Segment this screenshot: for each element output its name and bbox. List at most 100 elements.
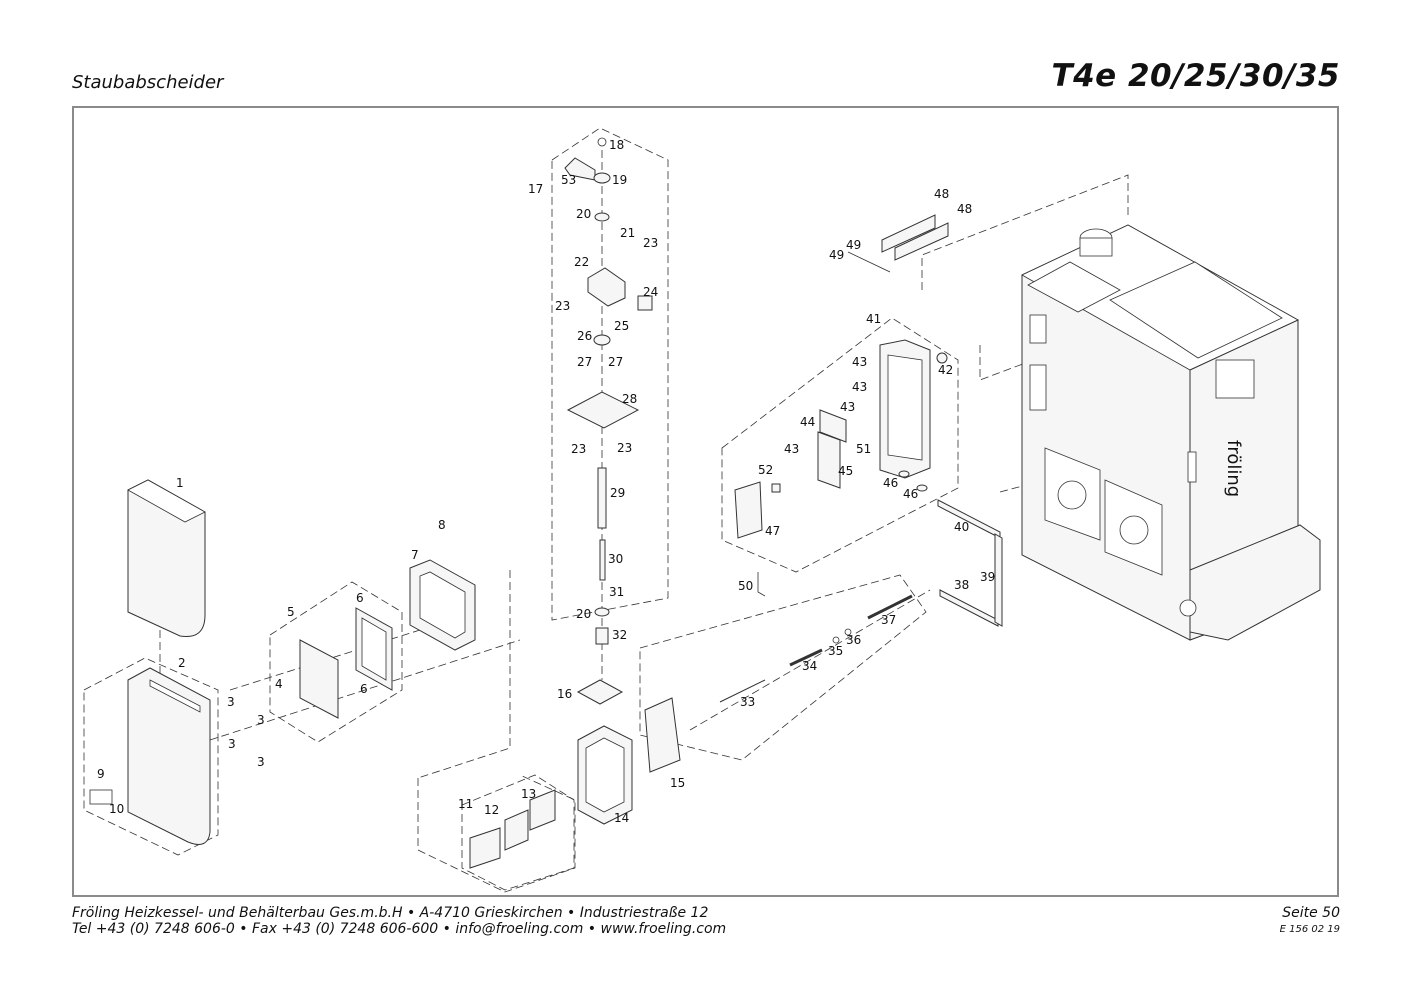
part-24 [637, 295, 653, 311]
callout-40: 40 [954, 520, 969, 534]
part-19 [593, 172, 611, 184]
bracket-part-12 [504, 809, 529, 851]
callout-3-d: 3 [257, 755, 265, 769]
footer-page-number: Seite 50 [1282, 905, 1340, 921]
label-plate-part [89, 789, 113, 805]
callout-11: 11 [458, 797, 473, 811]
callout-33: 33 [740, 695, 755, 709]
callout-7: 7 [411, 548, 419, 562]
part-26 [593, 334, 611, 346]
callout-29: 29 [610, 486, 625, 500]
base-part-14 [577, 725, 633, 825]
pipe-part-37 [867, 594, 913, 620]
callout-20-lower: 20 [576, 607, 591, 621]
part-45 [817, 431, 841, 489]
callout-3-b: 3 [257, 713, 265, 727]
callout-31: 31 [609, 585, 624, 599]
callout-51: 51 [856, 442, 871, 456]
callout-23-b: 23 [555, 299, 570, 313]
callout-42: 42 [938, 363, 953, 377]
callout-34: 34 [802, 659, 817, 673]
callout-36: 36 [846, 633, 861, 647]
plate-part-15 [644, 697, 681, 773]
callout-3-a: 3 [227, 695, 235, 709]
bracket-part-13 [529, 789, 556, 831]
callout-6-b: 6 [360, 682, 368, 696]
group-outline-frame [461, 774, 575, 891]
callout-47: 47 [765, 524, 780, 538]
rod-part-49 [847, 251, 891, 273]
callout-25: 25 [614, 319, 629, 333]
footer-company: Fröling Heizkessel- und Behälterbau Ges.… [72, 905, 709, 921]
callout-52: 52 [758, 463, 773, 477]
part-46a [898, 470, 910, 478]
callout-45: 45 [838, 464, 853, 478]
callout-38: 38 [954, 578, 969, 592]
callout-39: 39 [980, 570, 995, 584]
part-29 [597, 467, 607, 529]
pipe-part-33 [719, 679, 766, 703]
leader-connector [979, 345, 1029, 381]
callout-19: 19 [612, 173, 627, 187]
boiler-brand-mark: fröling [1223, 440, 1244, 497]
callout-3-c: 3 [228, 737, 236, 751]
part-42 [936, 352, 948, 364]
callout-46-b: 46 [903, 487, 918, 501]
rail-part-39 [994, 533, 1003, 627]
control-box-41 [879, 339, 931, 479]
model-title: T4e 20/25/30/35 [1051, 58, 1340, 94]
group-outline-pipe [639, 574, 927, 761]
callout-18: 18 [609, 138, 624, 152]
frame-part-7 [409, 559, 476, 651]
part-22 [587, 267, 626, 307]
callout-28: 28 [622, 392, 637, 406]
callout-12: 12 [484, 803, 499, 817]
part-35 [832, 636, 840, 644]
group-outline-left [83, 657, 219, 856]
callout-48-b: 48 [957, 202, 972, 216]
callout-30: 30 [608, 552, 623, 566]
section-title: Staubabscheider [72, 72, 224, 93]
callout-23-c: 23 [571, 442, 586, 456]
part-28 [566, 391, 640, 429]
callout-15: 15 [670, 776, 685, 790]
group-outline-plates [269, 581, 403, 743]
callout-44: 44 [800, 415, 815, 429]
drawing-frame [72, 106, 1339, 897]
callout-5: 5 [287, 605, 295, 619]
exploded-parts-diagram: fröling [83, 127, 1321, 893]
callout-8: 8 [438, 518, 446, 532]
callout-37: 37 [881, 613, 896, 627]
callout-1: 1 [176, 476, 184, 490]
bracket-part-48b [894, 222, 949, 261]
boiler-unit: fröling [1021, 224, 1321, 641]
callout-26: 26 [577, 329, 592, 343]
leader-axis-pipe [689, 589, 931, 731]
callout-16: 16 [557, 687, 572, 701]
part-44 [819, 409, 847, 443]
callout-53: 53 [561, 173, 576, 187]
bracket-part-48a [881, 214, 936, 253]
cover-part-2 [127, 667, 211, 845]
callout-6-a: 6 [356, 591, 364, 605]
part-20b [594, 607, 610, 617]
callout-27-b: 27 [608, 355, 623, 369]
callout-35: 35 [828, 644, 843, 658]
callout-49-b: 49 [829, 248, 844, 262]
cover-part-1 [127, 479, 206, 638]
callout-41: 41 [866, 312, 881, 326]
part-47 [734, 481, 763, 539]
callout-23-a: 23 [643, 236, 658, 250]
callout-49-a: 49 [846, 238, 861, 252]
part-30 [599, 539, 606, 581]
footer-contact: Tel +43 (0) 7248 606-0 • Fax +43 (0) 724… [72, 921, 727, 937]
part-36 [844, 628, 852, 636]
callout-43-d: 43 [784, 442, 799, 456]
callout-9: 9 [97, 767, 105, 781]
bracket-part-11 [469, 827, 501, 869]
callout-23-d: 23 [617, 441, 632, 455]
part-20a [594, 212, 610, 222]
callout-24: 24 [643, 285, 658, 299]
part-50 [757, 572, 766, 597]
callout-43-a: 43 [852, 355, 867, 369]
